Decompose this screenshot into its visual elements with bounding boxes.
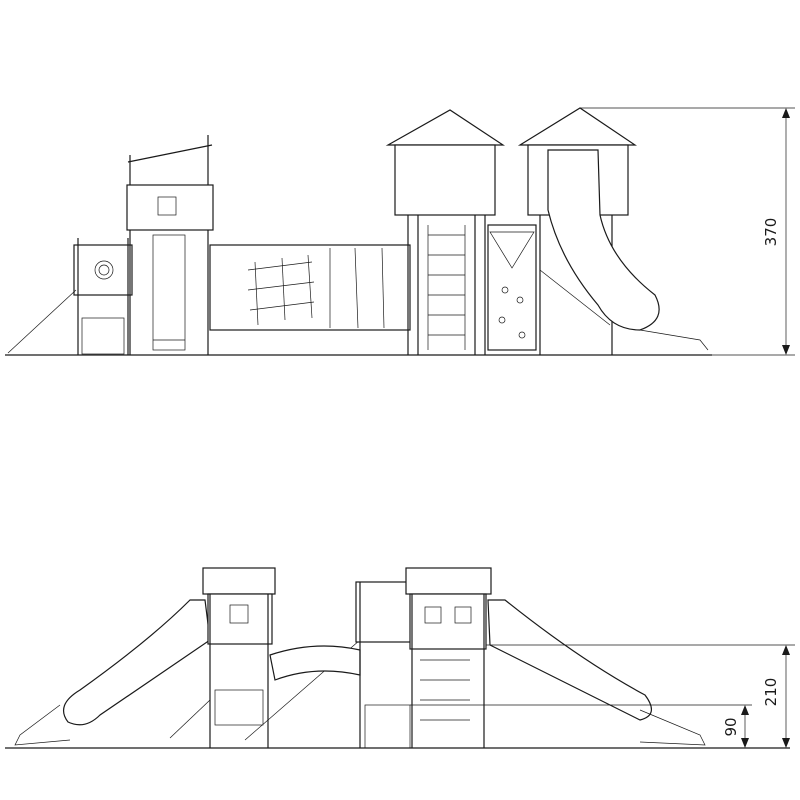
climbing-wall [487,224,537,351]
right-towers [355,567,492,749]
small-tower [7,238,133,355]
side-elevation-view: 210 90 [5,567,795,749]
net-bridge [209,244,411,331]
roofed-tower-ladder [385,109,505,355]
tube-slide-tower [517,107,709,355]
dimension-90: 90 [410,704,752,748]
dimension-label: 370 [762,218,780,247]
window-icon [229,604,249,624]
arched-bridge [269,645,361,681]
tower-with-slide [126,135,214,355]
dimension-label: 210 [762,678,780,707]
window-icon [424,606,442,624]
dimension-370: 370 [580,107,795,356]
front-elevation-view: 370 [5,107,795,356]
dimension-210: 210 [486,644,795,748]
window-icon [157,196,177,216]
window-icon [454,606,472,624]
right-tube-slide [487,599,706,746]
left-tower [169,567,361,748]
dimension-label: 90 [722,717,740,736]
left-tube-slide [14,599,211,746]
